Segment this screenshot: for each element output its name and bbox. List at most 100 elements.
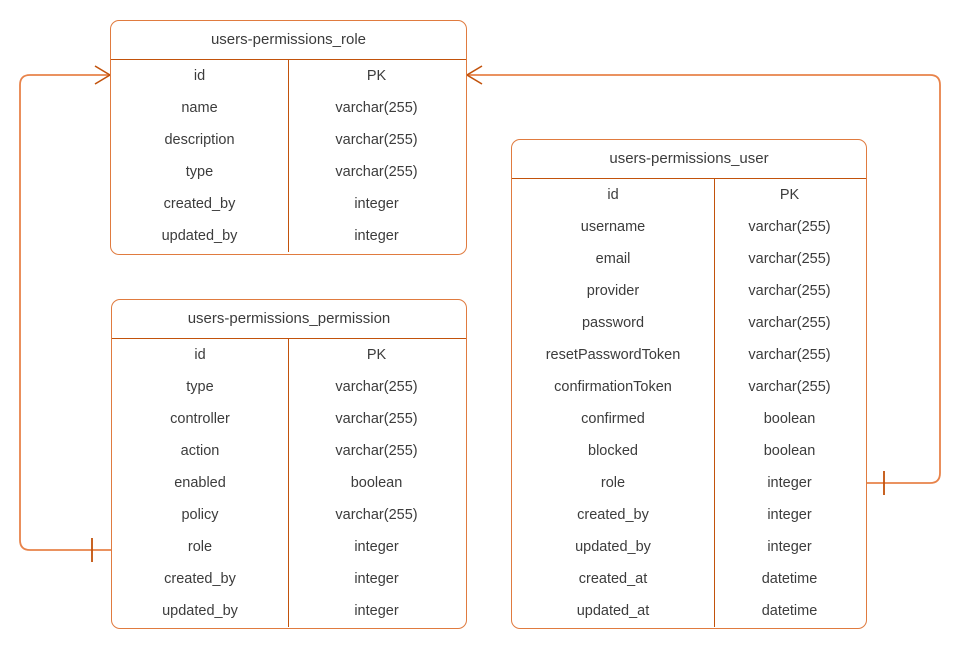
column-name: controller [170, 411, 230, 427]
table-row: created_at datetime [512, 563, 866, 595]
column-type: integer [354, 603, 399, 619]
column-name: resetPasswordToken [545, 347, 681, 363]
column-type: varchar(255) [748, 283, 831, 299]
column-name: confirmationToken [554, 379, 672, 395]
crowsfoot-marker-role-right [465, 65, 483, 85]
table-row: id PK [512, 179, 866, 211]
column-name: created_by [164, 571, 236, 587]
column-type: integer [767, 507, 812, 523]
table-row: id PK [111, 60, 466, 92]
table-row: type varchar(255) [111, 156, 466, 188]
column-name: updated_by [161, 228, 238, 244]
relationship-permission-role [19, 65, 111, 562]
column-type: varchar(255) [748, 347, 831, 363]
column-type: boolean [350, 475, 403, 491]
column-name: updated_by [575, 539, 651, 555]
table-row: email varchar(255) [512, 243, 866, 275]
column-name: id [194, 347, 206, 363]
table-row: policy varchar(255) [112, 499, 466, 531]
table-row: blocked boolean [512, 435, 866, 467]
column-type: boolean [763, 411, 816, 427]
column-divider [714, 179, 715, 627]
column-name: name [181, 100, 218, 116]
column-name: username [580, 219, 646, 235]
column-name: created_by [163, 196, 236, 212]
column-type: varchar(255) [335, 164, 418, 180]
table-row: type varchar(255) [112, 371, 466, 403]
connector-line-permission-role [19, 74, 111, 551]
entity-body-permission: id PK type varchar(255) controller varch… [112, 339, 466, 627]
column-type: varchar(255) [335, 443, 418, 459]
column-type: integer [354, 571, 399, 587]
entity-title-role: users-permissions_role [111, 21, 466, 60]
table-row: name varchar(255) [111, 92, 466, 124]
column-name: provider [586, 283, 640, 299]
column-type: datetime [761, 571, 818, 587]
column-name: enabled [174, 475, 226, 491]
table-row: enabled boolean [112, 467, 466, 499]
column-type: varchar(255) [335, 132, 418, 148]
column-type: varchar(255) [748, 379, 831, 395]
table-row: username varchar(255) [512, 211, 866, 243]
column-type: integer [354, 196, 399, 212]
table-row: updated_at datetime [512, 595, 866, 627]
column-type: varchar(255) [748, 315, 831, 331]
column-name: id [607, 187, 619, 203]
column-name: updated_by [162, 603, 238, 619]
entity-table-permission[interactable]: users-permissions_permission id PK type … [111, 299, 467, 629]
column-name: type [185, 164, 214, 180]
column-divider [288, 60, 289, 252]
column-type: varchar(255) [748, 251, 831, 267]
column-type: varchar(255) [335, 100, 418, 116]
column-type: varchar(255) [335, 411, 418, 427]
table-row: confirmationToken varchar(255) [512, 371, 866, 403]
column-name: updated_at [576, 603, 650, 619]
column-type: integer [767, 475, 812, 491]
column-type: varchar(255) [335, 507, 418, 523]
entity-title-permission: users-permissions_permission [112, 300, 466, 339]
column-name: action [180, 443, 220, 459]
table-row: password varchar(255) [512, 307, 866, 339]
table-row: role integer [512, 467, 866, 499]
table-row: confirmed boolean [512, 403, 866, 435]
column-type: boolean [763, 443, 816, 459]
crowsfoot-marker-role-left [94, 65, 111, 85]
entity-table-user[interactable]: users-permissions_user id PK username va… [511, 139, 867, 629]
column-type: varchar(255) [335, 379, 418, 395]
column-type: PK [779, 187, 800, 203]
table-row: updated_by integer [111, 220, 466, 252]
column-type: PK [366, 68, 387, 84]
column-name: confirmed [581, 411, 645, 427]
entity-table-role[interactable]: users-permissions_role id PK name varcha… [110, 20, 467, 255]
entity-body-user: id PK username varchar(255) email varcha… [512, 179, 866, 627]
column-type: PK [366, 347, 387, 363]
column-name: role [600, 475, 626, 491]
entity-body-role: id PK name varchar(255) description varc… [111, 60, 466, 252]
table-row: created_by integer [112, 563, 466, 595]
column-name: blocked [588, 443, 638, 459]
table-row: updated_by integer [112, 595, 466, 627]
column-name: type [186, 379, 214, 395]
table-row: provider varchar(255) [512, 275, 866, 307]
column-type: datetime [761, 603, 818, 619]
table-row: action varchar(255) [112, 435, 466, 467]
entity-title-user: users-permissions_user [512, 140, 866, 179]
column-type: integer [354, 228, 399, 244]
table-row: resetPasswordToken varchar(255) [512, 339, 866, 371]
table-row: created_by integer [512, 499, 866, 531]
table-row: description varchar(255) [111, 124, 466, 156]
column-divider [288, 339, 289, 627]
table-row: role integer [112, 531, 466, 563]
column-type: integer [354, 539, 399, 555]
table-row: id PK [112, 339, 466, 371]
table-row: controller varchar(255) [112, 403, 466, 435]
column-name: created_by [577, 507, 649, 523]
column-name: role [187, 539, 213, 555]
column-name: policy [181, 507, 219, 523]
column-name: id [193, 68, 206, 84]
column-type: varchar(255) [748, 219, 831, 235]
column-name: created_at [578, 571, 648, 587]
column-type: integer [767, 539, 812, 555]
table-row: updated_by integer [512, 531, 866, 563]
